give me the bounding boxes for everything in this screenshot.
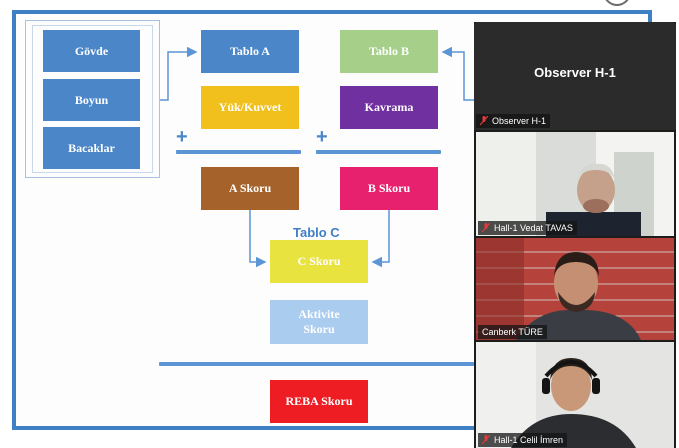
aktivite-skoru-box: Aktivite Skoru (270, 300, 368, 344)
reba-skoru-box: REBA Skoru (270, 380, 368, 423)
participant-tile-vedat[interactable]: Hall-1 Vedat TAVAS (476, 132, 674, 236)
separator-line-a (176, 150, 301, 154)
participant-video-canberk (476, 238, 674, 340)
participant-name-label: Hall-1 Celil İmren (478, 433, 568, 447)
body-part-bacaklar: Bacaklar (43, 127, 140, 169)
mic-muted-icon (480, 116, 488, 126)
yuk-kuvvet-box: Yük/Kuvvet (201, 86, 299, 129)
participant-video-vedat (476, 132, 674, 236)
observer-tile[interactable]: Observer H-1 Observer H-1 (474, 22, 676, 130)
observer-title: Observer H-1 (534, 64, 616, 80)
b-skoru-box: B Skoru (340, 167, 438, 210)
a-skoru-box: A Skoru (201, 167, 299, 210)
participant-name-label: Canberk TÜRE (478, 325, 547, 339)
plus-sign-b: + (316, 126, 328, 148)
slide-nav-circle-icon[interactable] (602, 0, 632, 8)
tablo-a-box: Tablo A (201, 30, 299, 73)
tablo-b-box: Tablo B (340, 30, 438, 73)
body-part-boyun: Boyun (43, 79, 140, 121)
separator-line-b (316, 150, 441, 154)
body-parts-group (25, 20, 160, 178)
mic-muted-icon (482, 223, 490, 233)
plus-sign-a: + (176, 126, 188, 148)
mic-muted-icon (482, 435, 490, 445)
participant-name-label: Hall-1 Vedat TAVAS (478, 221, 577, 235)
aktivite-line1: Aktivite (298, 307, 340, 321)
participant-tile-celil[interactable]: Hall-1 Celil İmren (476, 342, 674, 448)
participant-tile-canberk[interactable]: Canberk TÜRE (476, 238, 674, 340)
body-part-govde: Gövde (43, 30, 140, 72)
aktivite-line2: Skoru (303, 322, 335, 336)
observer-name-label: Observer H-1 (476, 114, 551, 128)
c-skoru-box: C Skoru (270, 240, 368, 283)
separator-line-main (159, 362, 474, 366)
participant-video-celil (476, 342, 674, 448)
tablo-c-label: Tablo C (293, 225, 340, 240)
kavrama-box: Kavrama (340, 86, 438, 129)
